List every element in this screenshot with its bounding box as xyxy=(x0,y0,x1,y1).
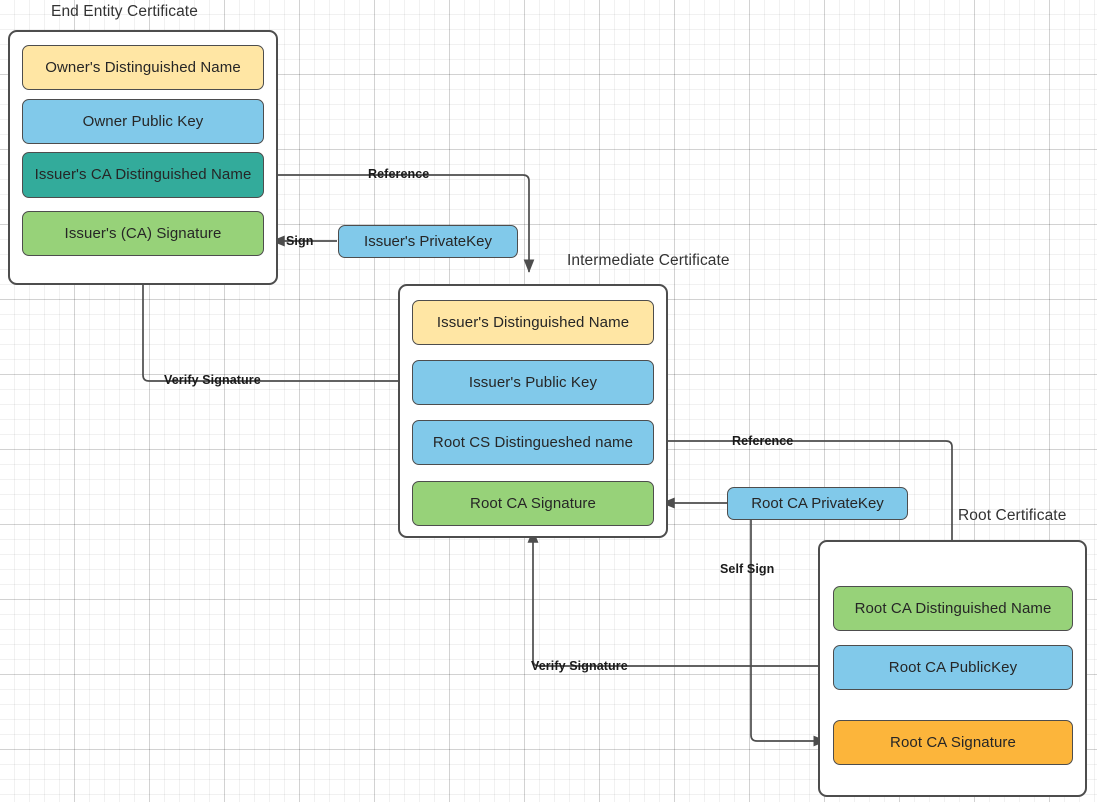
caption-root-certificate: Root Certificate xyxy=(958,507,1067,524)
edge-root-self-sign xyxy=(750,519,827,747)
caption-end-entity-certificate: End Entity Certificate xyxy=(51,3,198,20)
edge-label-ee-verify-signature: Verify Signature xyxy=(164,373,261,387)
end-entity-field-owner-distinguished-name[interactable]: Owner's Distinguished Name xyxy=(22,45,264,90)
edge-label-ee-reference: Reference xyxy=(368,167,430,181)
root-field-root-ca-distinguished-name[interactable]: Root CA Distinguished Name xyxy=(833,586,1073,631)
root-ca-private-key-box[interactable]: Root CA PrivateKey xyxy=(727,487,908,520)
end-entity-field-owner-public-key[interactable]: Owner Public Key xyxy=(22,99,264,144)
root-field-root-ca-public-key[interactable]: Root CA PublicKey xyxy=(833,645,1073,690)
edge-label-int-reference: Reference xyxy=(732,434,794,448)
root-field-root-ca-signature[interactable]: Root CA Signature xyxy=(833,720,1073,765)
intermediate-field-issuer-distinguished-name[interactable]: Issuer's Distinguished Name xyxy=(412,300,654,345)
end-entity-field-issuer-ca-distinguished-name[interactable]: Issuer's CA Distinguished Name xyxy=(22,152,264,198)
issuer-private-key-box[interactable]: Issuer's PrivateKey xyxy=(338,225,518,258)
intermediate-field-root-ca-signature[interactable]: Root CA Signature xyxy=(412,481,654,526)
end-entity-field-issuer-ca-signature[interactable]: Issuer's (CA) Signature xyxy=(22,211,264,256)
intermediate-field-root-ca-distinguished-name[interactable]: Root CS Distingueshed name xyxy=(412,420,654,465)
edge-ee-verify xyxy=(137,270,412,382)
intermediate-field-issuer-public-key[interactable]: Issuer's Public Key xyxy=(412,360,654,405)
edge-int-verify xyxy=(527,529,833,667)
edge-label-root-self-sign: Self Sign xyxy=(720,562,775,576)
edge-label-ee-sign: Sign xyxy=(286,234,314,248)
caption-intermediate-certificate: Intermediate Certificate xyxy=(567,252,730,269)
edge-label-int-verify-signature: Verify Signature xyxy=(531,659,628,673)
